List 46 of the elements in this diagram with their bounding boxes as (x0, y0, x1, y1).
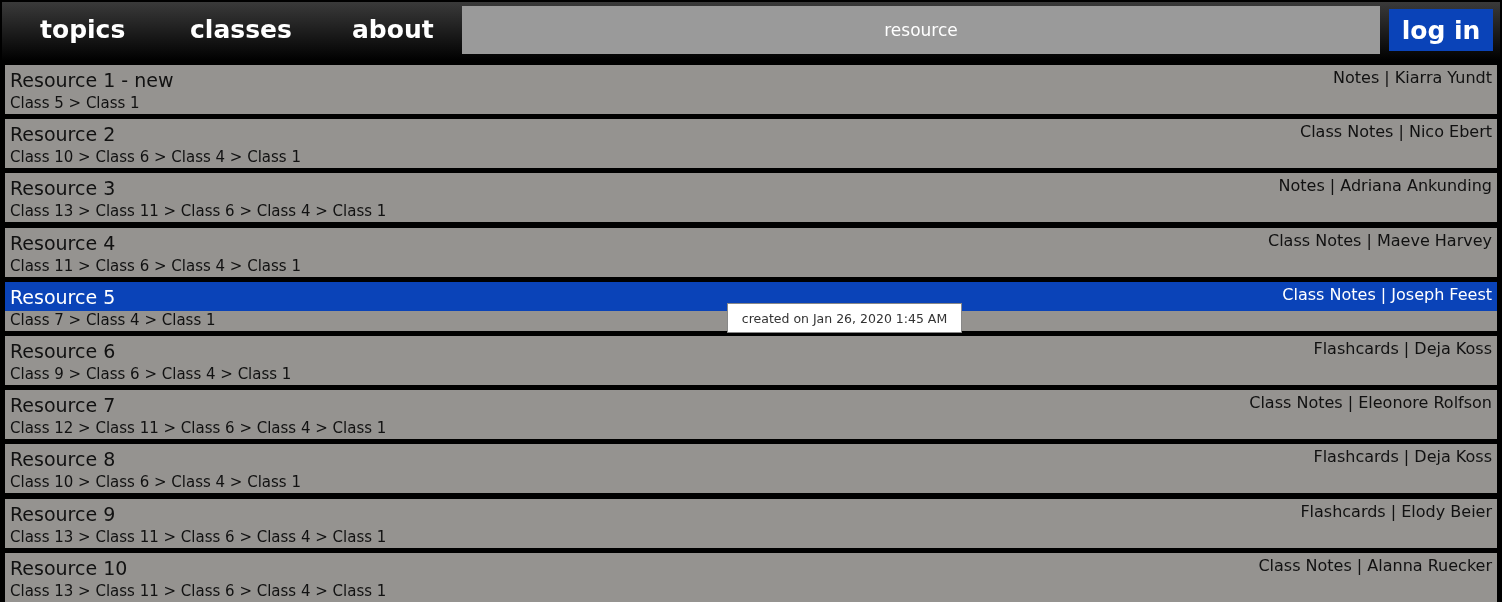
class-path: Class 7 > Class 4 > Class 1 (10, 310, 216, 330)
resource-title: Resource 1 - new (10, 68, 174, 93)
class-path: Class 5 > Class 1 (10, 93, 140, 113)
class-path: Class 11 > Class 6 > Class 4 > Class 1 (10, 256, 301, 276)
list-item (5, 499, 1497, 548)
resource-meta: Notes | Adriana Ankunding (1278, 175, 1492, 197)
resource-meta: Flashcards | Elody Beier (1300, 501, 1492, 523)
resource-title: Resource 10 (10, 556, 128, 581)
resource-meta: Flashcards | Deja Koss (1313, 446, 1492, 468)
resource-meta: Class Notes | Alanna Ruecker (1258, 555, 1492, 577)
resource-title: Resource 2 (10, 122, 116, 147)
class-path: Class 13 > Class 11 > Class 6 > Class 4 > Class 1 (10, 527, 387, 547)
class-path: Class 13 > Class 11 > Class 6 > Class 4 > Class 1 (10, 201, 387, 221)
list-item (5, 390, 1497, 439)
navigation-bar (2, 2, 1500, 61)
resource-title: Resource 5 (10, 285, 116, 310)
nav-link: classes (190, 14, 292, 46)
class-path: Class 13 > Class 11 > Class 6 > Class 4 > Class 1 (10, 581, 387, 601)
resource-meta: Class Notes | Maeve Harvey (1268, 230, 1492, 252)
selected-list-item (5, 282, 1497, 331)
resource-title: Resource 3 (10, 176, 116, 201)
resource-meta: Notes | Kiarra Yundt (1333, 67, 1492, 89)
list-item (5, 553, 1497, 602)
search-field: resource (462, 6, 1380, 54)
resource-meta: Flashcards | Deja Koss (1313, 338, 1492, 360)
class-path: Class 10 > Class 6 > Class 4 > Class 1 (10, 147, 301, 167)
class-path: Class 9 > Class 6 > Class 4 > Class 1 (10, 364, 292, 384)
resource-title: Resource 6 (10, 339, 116, 364)
list-item (5, 228, 1497, 277)
resource-title: Resource 7 (10, 393, 116, 418)
login-button: log in (1389, 9, 1493, 51)
nav-link: about (352, 14, 434, 46)
resource-title: Resource 4 (10, 231, 116, 256)
resource-title: Resource 8 (10, 447, 116, 472)
class-path: Class 10 > Class 6 > Class 4 > Class 1 (10, 472, 301, 492)
resource-title: Resource 9 (10, 502, 116, 527)
resource-meta: Class Notes | Nico Ebert (1300, 121, 1492, 143)
class-path: Class 12 > Class 11 > Class 6 > Class 4 > Class 1 (10, 418, 387, 438)
resource-meta: Class Notes | Eleonore Rolfson (1249, 392, 1492, 414)
nav-link: topics (40, 14, 126, 46)
list-item (5, 65, 1497, 114)
list-item (5, 444, 1497, 493)
list-item (5, 119, 1497, 168)
list-item (5, 173, 1497, 222)
list-item (5, 336, 1497, 385)
resource-meta: Class Notes | Joseph Feest (1282, 284, 1492, 306)
